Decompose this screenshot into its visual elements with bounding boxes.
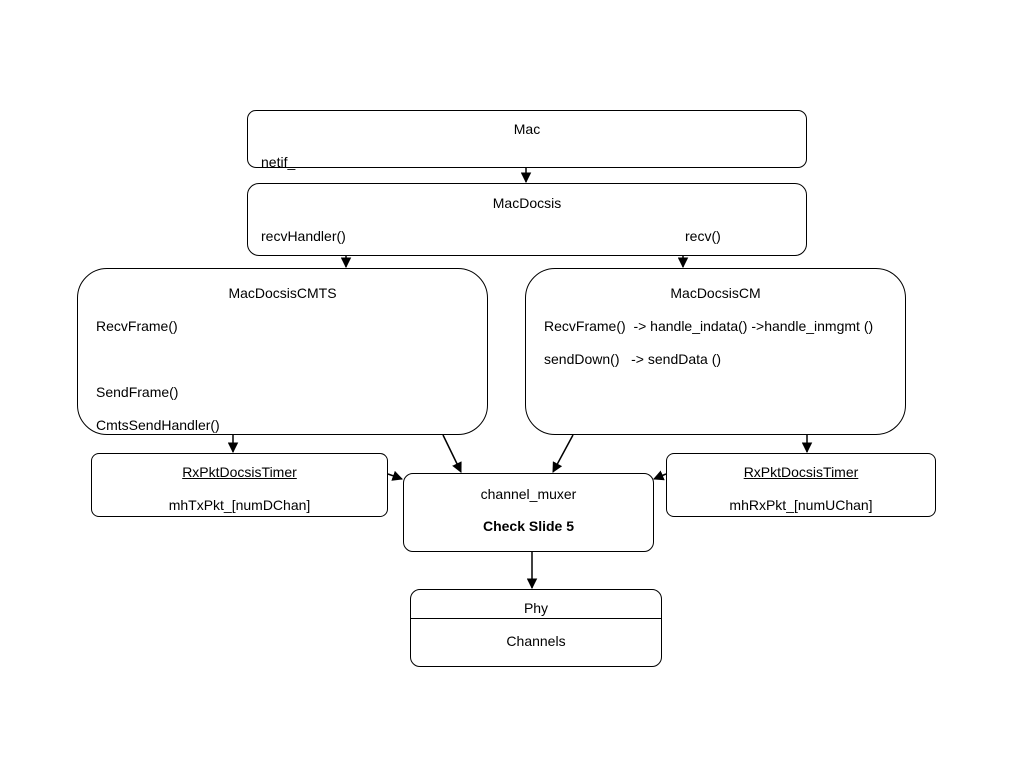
cmts-sendframe: SendFrame() [96,384,179,400]
phy-member: Channels [506,633,566,649]
macdocsis-title: MacDocsis [492,195,562,211]
timer-right-title: RxPktDocsisTimer [743,464,859,480]
cmts-recvframe: RecvFrame() [96,318,178,334]
timer-left-title: RxPktDocsisTimer [182,464,297,480]
phy-box: Phy Channels [410,589,662,667]
arrow-cmts-to-muxer [442,434,462,473]
timer-right-box: RxPktDocsisTimer mhRxPkt_[numUChan] [666,453,936,517]
macdocsis-cm-box: MacDocsisCM RecvFrame() -> handle_indata… [525,268,906,435]
muxer-note: Check Slide 5 [482,518,575,534]
phy-divider [411,618,661,619]
macdocsis-recvhandler: recvHandler() [261,228,346,244]
timer-left-box: RxPktDocsisTimer mhTxPkt_[numDChan] [91,453,388,517]
mac-title: Mac [513,121,541,137]
macdocsis-recv: recv() [685,228,721,244]
mac-box: Mac netif_ [247,110,807,170]
macdocsis-box: MacDocsis recvHandler() recv() [247,183,807,256]
timer-left-member: mhTxPkt_[numDChan] [168,497,311,513]
cm-title: MacDocsisCM [670,285,761,301]
muxer-title: channel_muxer [480,486,577,502]
arrow-cm-to-muxer [552,434,574,473]
cmts-title: MacDocsisCMTS [228,285,337,301]
mac-member: netif_ [261,154,296,170]
cm-senddown-chain: sendDown() -> sendData () [544,351,722,367]
cmts-sendhandler: CmtsSendHandler() [96,417,220,433]
timer-right-member: mhRxPkt_[numUChan] [729,497,873,513]
macdocsis-cmts-box: MacDocsisCMTS RecvFrame() SendFrame() Cm… [77,268,488,435]
phy-title: Phy [523,600,549,616]
arrow-timer-right-to-muxer [653,470,667,481]
channel-muxer-box: channel_muxer Check Slide 5 [403,473,654,552]
cm-recvframe-chain: RecvFrame() -> handle_indata() ->handle_… [544,318,874,334]
arrow-timer-left-to-muxer [387,470,403,481]
